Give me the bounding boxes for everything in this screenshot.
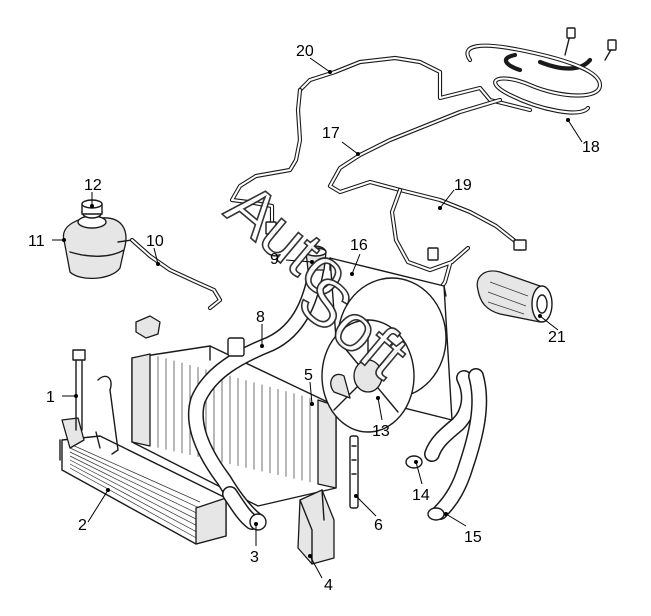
intercooler-fin: [69, 455, 201, 522]
radiator: [131, 345, 337, 507]
callout-15: 15: [464, 529, 482, 546]
callout-12: 12: [84, 177, 102, 194]
callout-8: 8: [256, 309, 265, 326]
hose-connector: [305, 245, 327, 271]
callout-9: 9: [270, 251, 279, 268]
tank-hose: [129, 237, 223, 311]
callout-21: 21: [548, 329, 566, 346]
callout-16: 16: [350, 237, 368, 254]
callout-labels: 1 2 3 4 5 6 8 9 10 11 12 13 14 15 16 17 …: [28, 43, 600, 594]
intercooler-fin: [69, 451, 201, 515]
ac-pipe-upper: [229, 55, 533, 235]
sensor-probe: [72, 349, 119, 455]
expansion-tank: [62, 199, 133, 279]
lower-hoses: [405, 368, 488, 521]
callout-1: 1: [46, 389, 55, 406]
intercooler-fin: [69, 467, 201, 541]
air-guide: [297, 489, 335, 565]
callout-4: 4: [324, 577, 333, 594]
callout-17: 17: [322, 125, 340, 142]
intercooler: [59, 417, 227, 545]
callout-5: 5: [304, 367, 313, 384]
drain-tube: [349, 435, 359, 509]
callout-2: 2: [78, 517, 87, 534]
callout-19: 19: [454, 177, 472, 194]
callout-18: 18: [582, 139, 600, 156]
callout-13: 13: [372, 423, 390, 440]
callout-14: 14: [412, 487, 430, 504]
callout-20: 20: [296, 43, 314, 60]
callout-3: 3: [250, 549, 259, 566]
intercooler-fin: [69, 447, 201, 509]
callout-10: 10: [146, 233, 164, 250]
leader-lines: [52, 57, 583, 579]
callout-11: 11: [28, 233, 45, 250]
intercooler-fin: [69, 459, 201, 528]
cooling-fan: [321, 319, 415, 433]
lower-hose-3: [222, 486, 267, 531]
intercooler-fin: [69, 463, 201, 534]
callout-6: 6: [374, 517, 383, 534]
bracket-clip: [135, 315, 161, 339]
ac-compressor: [476, 270, 553, 323]
ac-harness-loop: [465, 27, 617, 115]
intercooler-fin: [69, 443, 201, 503]
